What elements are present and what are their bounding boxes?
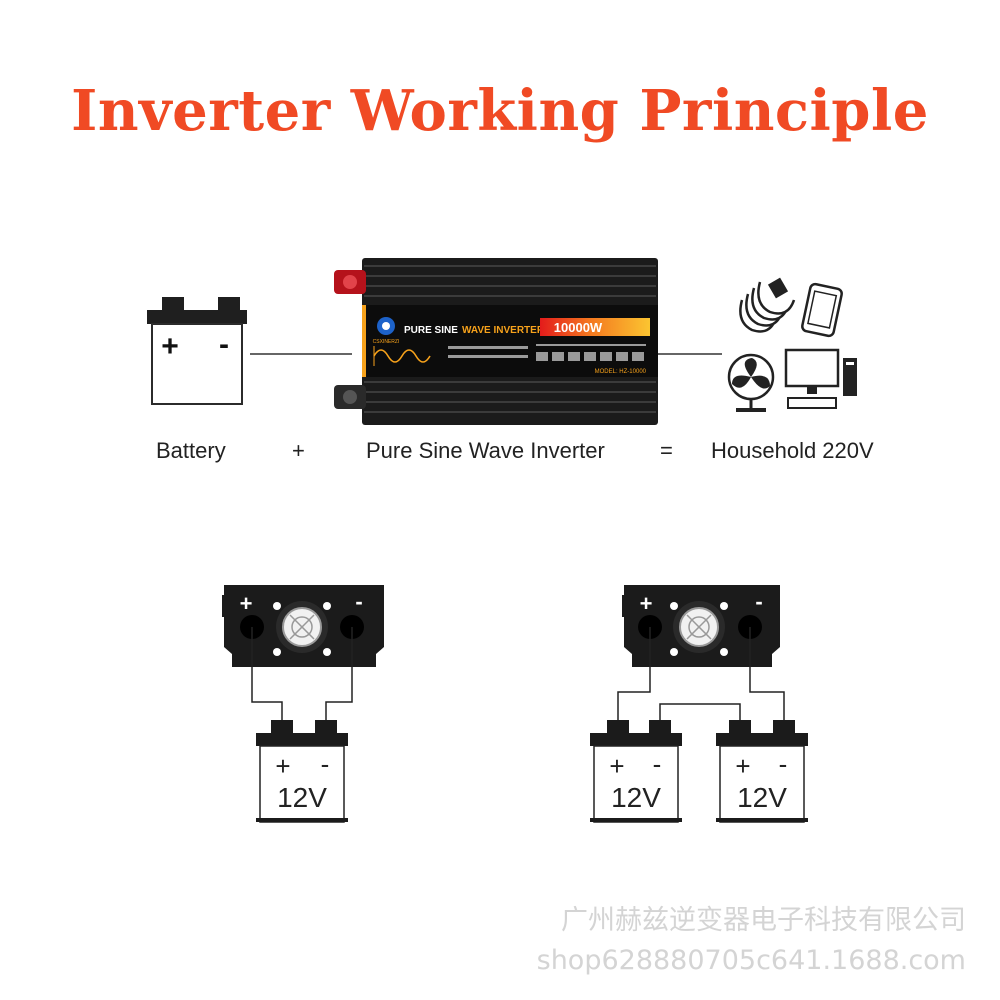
fan-icon xyxy=(727,353,775,412)
page-title: Inverter Working Principle xyxy=(71,78,929,144)
battery-voltage-label: 12V xyxy=(611,782,661,813)
computer-icon xyxy=(784,348,840,409)
battery-plus-symbol: + xyxy=(161,330,179,363)
watermark-shop-url: shop628880705c641.1688.com xyxy=(536,945,966,976)
inverter-minus-symbol: - xyxy=(355,589,362,614)
battery-plus-label: + xyxy=(735,751,750,781)
inverter-minus-symbol: - xyxy=(755,589,762,614)
label-wave-inverter: WAVE INVERTER xyxy=(462,325,545,336)
series-link-wire xyxy=(659,703,741,720)
lightbulb-icon xyxy=(739,277,796,333)
inverter-plus-symbol: + xyxy=(640,591,653,616)
smartphone-icon xyxy=(801,282,843,338)
battery-minus-label: - xyxy=(653,749,662,779)
inverter-caption: Pure Sine Wave Inverter xyxy=(366,438,605,463)
battery-minus-label: - xyxy=(321,749,330,779)
negative-wire xyxy=(749,627,785,720)
negative-wire xyxy=(325,627,353,720)
positive-wire xyxy=(251,627,283,720)
battery-voltage-label: 12V xyxy=(277,782,327,813)
battery-12v-right: + - 12V xyxy=(716,720,808,823)
brand-name: CSXINERZI xyxy=(373,339,400,345)
watermark-company: 广州赫兹逆变器电子科技有限公司 xyxy=(561,905,966,936)
sine-wave-icon xyxy=(373,349,431,363)
battery-plus-label: + xyxy=(609,751,624,781)
single-battery-wiring: + - + - 12V xyxy=(222,585,384,823)
battery-icon: + - xyxy=(147,297,247,405)
battery-12v-left: + - 12V xyxy=(590,720,682,823)
inverter-image: CSXINERZI PURE SINE WAVE INVERTER 10000W… xyxy=(334,258,658,425)
battery-12v: + - 12V xyxy=(256,720,348,823)
battery-minus-label: - xyxy=(779,749,788,779)
battery-voltage-label: 12V xyxy=(737,782,787,813)
inverter-terminal-panel: + - xyxy=(622,585,780,667)
label-pure-sine: PURE SINE xyxy=(404,325,458,336)
positive-wire xyxy=(617,627,651,720)
inverter-terminal-panel: + - xyxy=(222,585,384,667)
label-power-rating: 10000W xyxy=(554,320,603,335)
label-model: MODEL: HZ-10000 xyxy=(595,369,647,375)
series-battery-wiring: + - + - 12V + - 12V xyxy=(590,585,808,823)
equals-operator: = xyxy=(660,438,673,463)
battery-caption: Battery xyxy=(156,438,226,463)
plus-operator: + xyxy=(292,438,305,463)
battery-minus-symbol: - xyxy=(219,328,229,361)
output-caption: Household 220V xyxy=(711,438,874,463)
battery-plus-label: + xyxy=(275,751,290,781)
speaker-icon xyxy=(843,358,857,396)
inverter-plus-symbol: + xyxy=(240,591,253,616)
